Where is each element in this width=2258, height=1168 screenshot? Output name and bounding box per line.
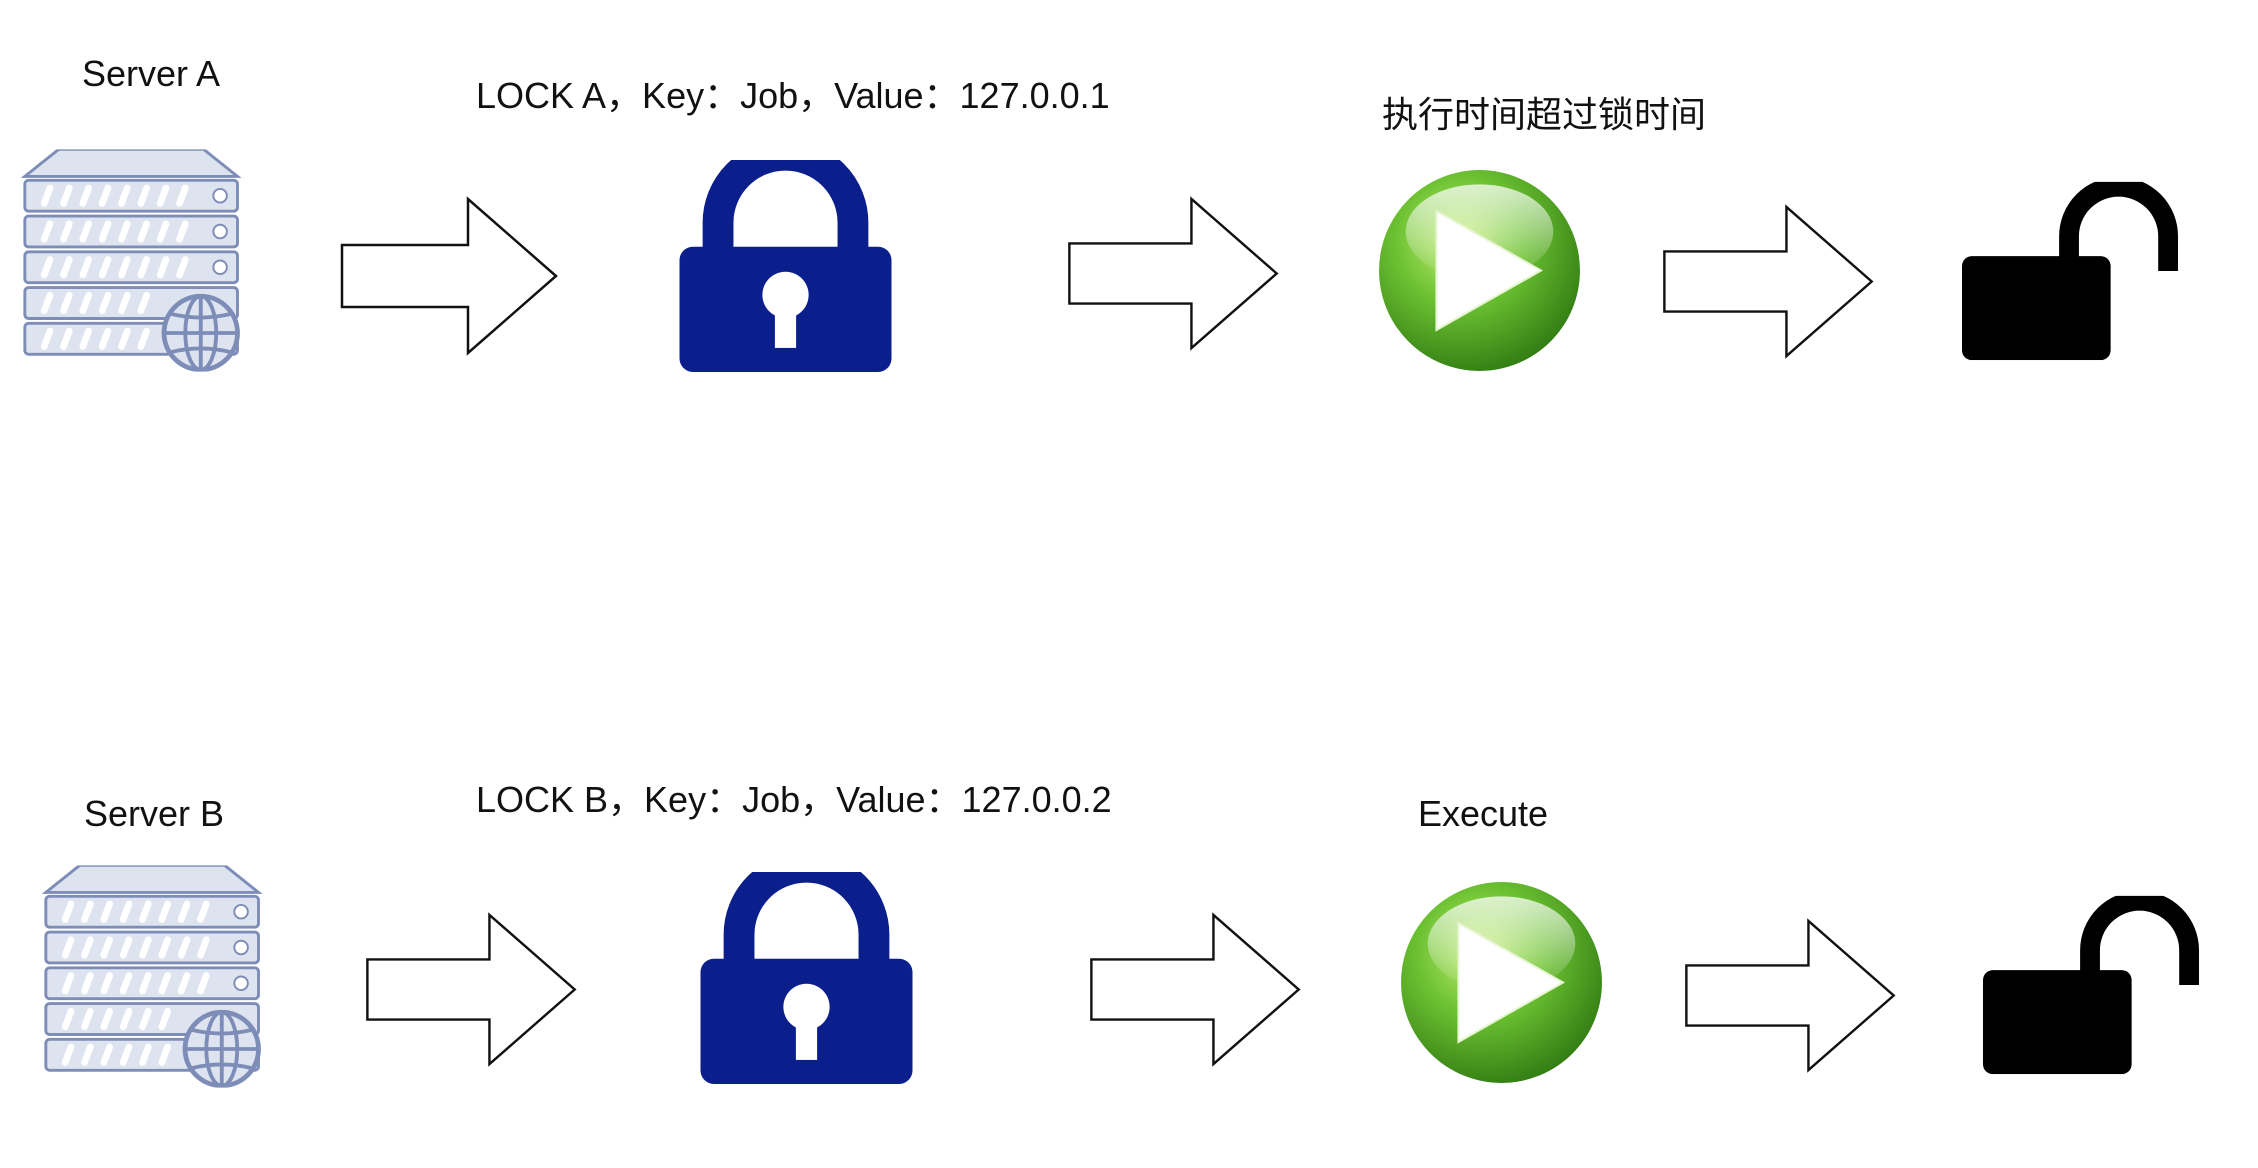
arrow-b1-icon: [362, 912, 582, 1067]
arrow-a1-icon: [340, 196, 560, 356]
lock-b-icon: [699, 872, 914, 1084]
play-a-icon: [1377, 168, 1582, 373]
server-b-icon: [41, 864, 273, 1089]
unlock-a-icon: [1962, 180, 2180, 362]
lock-a-label: LOCK A，Key：Job，Value：127.0.0.1: [476, 75, 1110, 116]
lock-b-label: LOCK B，Key：Job，Value：127.0.0.2: [476, 779, 1112, 820]
play-b-icon: [1399, 880, 1604, 1085]
server-a-icon: [20, 148, 252, 373]
arrow-b3-icon: [1681, 918, 1901, 1073]
server-b-label: Server B: [84, 793, 225, 834]
unlock-b-icon: [1983, 894, 2201, 1076]
server-a-label: Server A: [82, 53, 221, 94]
lock-a-icon: [678, 160, 893, 372]
arrow-b2-icon: [1086, 912, 1306, 1067]
arrow-a3-icon: [1659, 204, 1879, 359]
exec-b-label: Execute: [1418, 793, 1549, 834]
exec-a-label: 执行时间超过锁时间: [1382, 94, 1707, 135]
arrow-a2-icon: [1064, 196, 1284, 351]
